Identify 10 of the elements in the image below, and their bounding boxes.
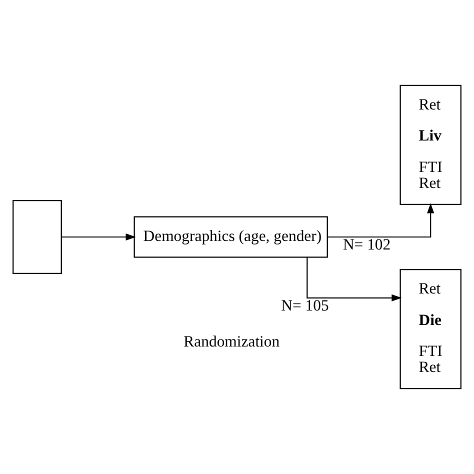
edge-label: N= 105: [281, 297, 329, 314]
label: Randomization: [184, 334, 280, 351]
arrow: [328, 203, 434, 238]
arrow: [306, 257, 402, 302]
arrow: [62, 233, 136, 241]
node-box: [12, 200, 62, 274]
node-box: Ret Liv FTI Ret: [400, 84, 462, 206]
node-box: Ret Die FTI Ret: [400, 268, 462, 390]
node-box: Demographics (age, gender): [134, 216, 328, 258]
edge-label: N= 102: [342, 236, 391, 254]
